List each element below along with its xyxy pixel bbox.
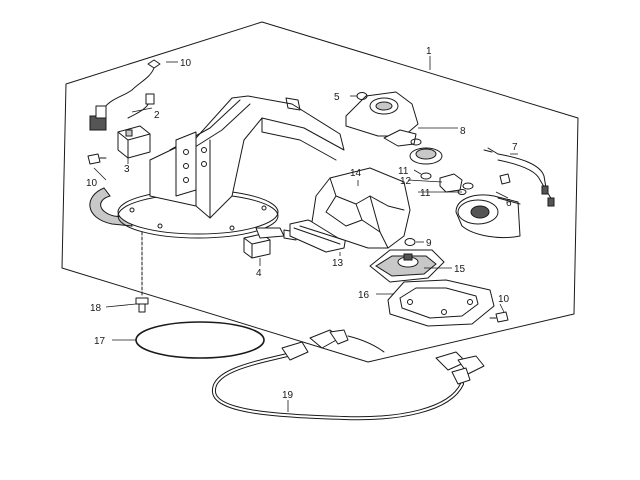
part-strainer (369, 249, 445, 283)
callout-3: 3 (124, 164, 130, 175)
part-clip-top (131, 59, 161, 91)
callout-7: 7 (512, 142, 518, 153)
part-regulator-cover (345, 91, 422, 147)
part-screw-left (87, 153, 107, 165)
part-o-ring (135, 321, 265, 359)
part-tray-plate (387, 279, 495, 327)
part-bolt (135, 231, 149, 313)
part-wire-harness (211, 329, 485, 421)
part-screw-right (489, 311, 509, 323)
callout-17: 17 (94, 336, 106, 347)
part-valve-stack (409, 147, 474, 195)
callout-8: 8 (460, 126, 466, 137)
part-ring-9 (404, 238, 416, 246)
callout-10-right: 10 (498, 294, 510, 305)
callout-5: 5 (334, 92, 340, 103)
assembly-boundary (61, 21, 579, 363)
leader-lines (93, 56, 518, 412)
callout-11-upper: 11 (398, 166, 409, 177)
part-pump-motor (455, 194, 521, 239)
part-sensor-harness (89, 89, 155, 159)
callout-4: 4 (256, 268, 262, 279)
callout-14: 14 (350, 168, 362, 179)
callout-10-top: 10 (180, 58, 192, 69)
callout-2: 2 (154, 110, 160, 121)
callout-9: 9 (426, 238, 432, 249)
callout-19: 19 (282, 390, 294, 401)
callout-15: 15 (454, 264, 466, 275)
callout-labels: 1 2 3 4 5 6 7 8 9 10 10 10 11 11 12 13 1… (86, 46, 518, 401)
part-mount-flange (117, 189, 279, 239)
callout-11-lower: 11 (420, 188, 431, 199)
callout-1: 1 (426, 46, 432, 57)
callout-16: 16 (358, 290, 370, 301)
part-pump-bracket (149, 95, 345, 219)
callout-12: 12 (400, 176, 412, 187)
callout-13: 13 (332, 258, 344, 269)
callout-6: 6 (506, 198, 512, 209)
callout-18: 18 (90, 303, 102, 314)
part-lead-wire (483, 147, 555, 207)
part-pump-housing (311, 167, 411, 249)
callout-10-left: 10 (86, 178, 98, 189)
